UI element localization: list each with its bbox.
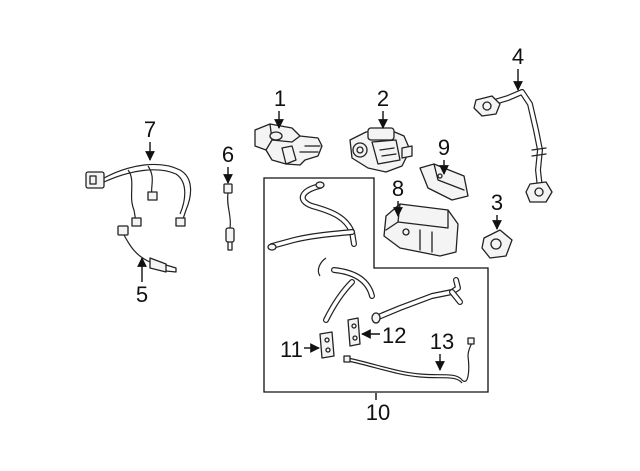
part-10-pipe-right[interactable] xyxy=(371,277,463,324)
part-12-clip[interactable] xyxy=(347,317,361,347)
part-10-hose-middle[interactable] xyxy=(317,257,375,323)
part-6-oxygen-sensor[interactable] xyxy=(223,183,235,251)
part-10-hose-upper[interactable] xyxy=(267,181,357,251)
part-4-pipe[interactable] xyxy=(473,89,553,203)
callout-2: 2 xyxy=(377,86,389,111)
part-7-harness[interactable] xyxy=(85,163,192,227)
callout-1: 1 xyxy=(274,86,286,111)
callout-4: 4 xyxy=(512,44,524,69)
part-11-clip[interactable] xyxy=(319,331,335,359)
callout-8: 8 xyxy=(392,176,404,201)
callout-3: 3 xyxy=(491,190,503,215)
part-3-gasket[interactable] xyxy=(481,229,513,259)
callout-7: 7 xyxy=(144,117,156,142)
part-2-air-pump[interactable] xyxy=(349,127,413,173)
callout-12: 12 xyxy=(382,323,406,348)
callout-13: 13 xyxy=(430,329,454,354)
group-10-outline xyxy=(263,177,489,393)
callout-11: 11 xyxy=(280,337,303,362)
part-9-bracket[interactable] xyxy=(419,163,469,201)
callout-9: 9 xyxy=(438,135,450,160)
callout-5: 5 xyxy=(136,282,148,307)
callout-6: 6 xyxy=(222,142,234,167)
part-5-oxygen-sensor[interactable] xyxy=(117,225,177,273)
part-8-module[interactable] xyxy=(383,203,459,257)
part-13-line[interactable] xyxy=(343,337,475,384)
part-1-valve[interactable] xyxy=(254,123,323,166)
callout-10: 10 xyxy=(366,400,390,425)
